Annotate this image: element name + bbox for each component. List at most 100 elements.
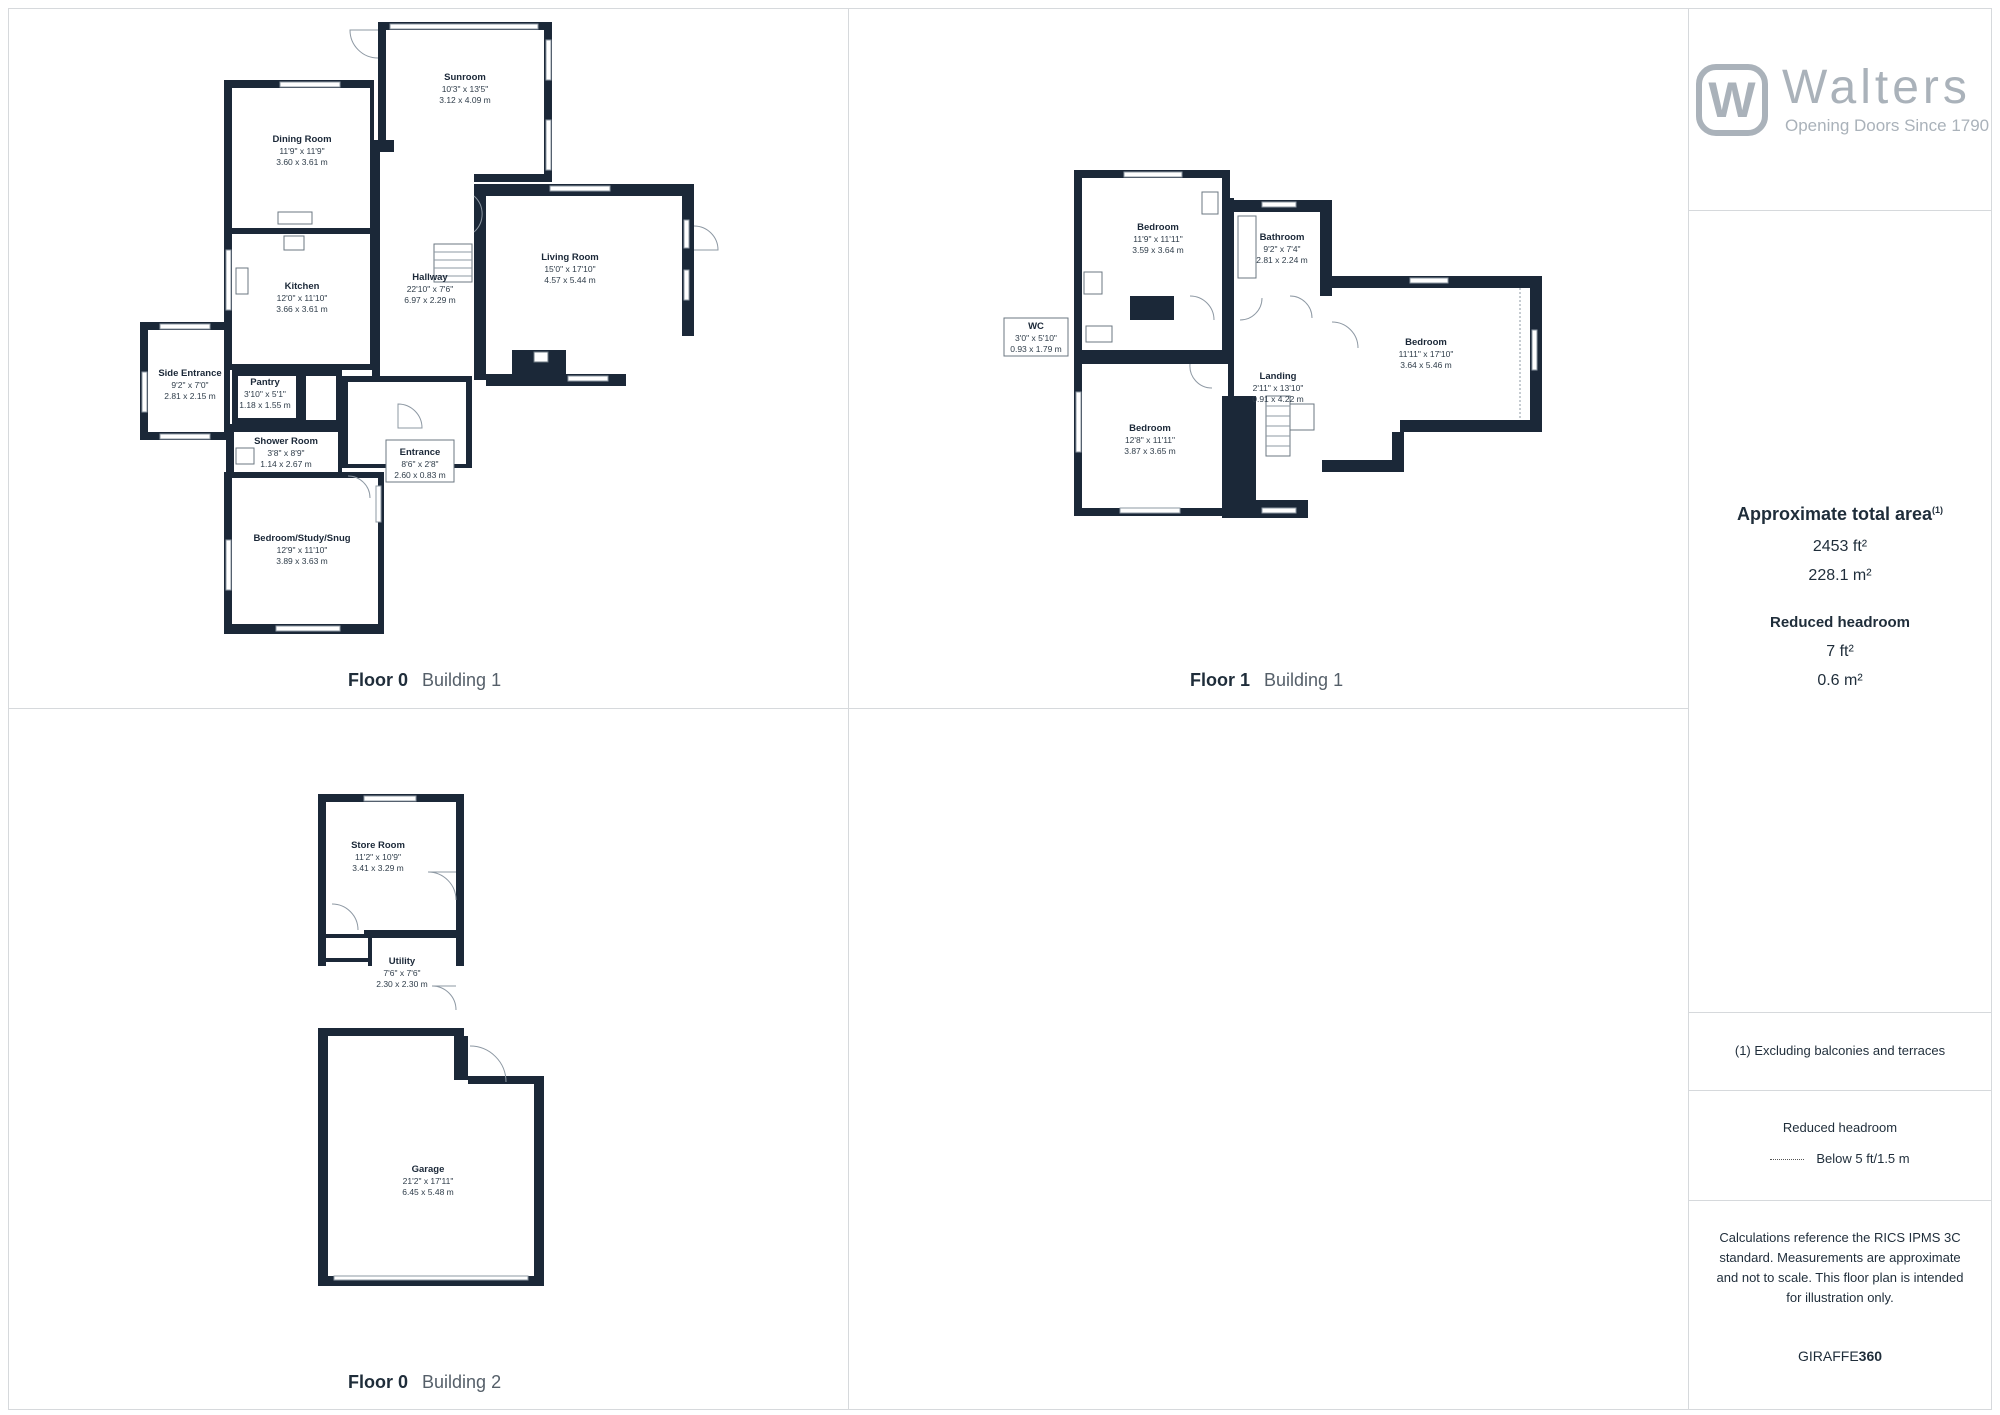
legend-item-text: Below 5 ft/1.5 m xyxy=(1816,1151,1910,1166)
floor0-building2-plan xyxy=(318,794,544,1286)
room-dim: 3.12 x 4.09 m xyxy=(439,95,491,105)
room-label: Pantry xyxy=(250,377,280,388)
room-dim: 3.89 x 3.63 m xyxy=(276,556,328,566)
room-label: Hallway xyxy=(412,272,448,283)
room-dim: 2'11" x 13'10" xyxy=(1253,383,1304,393)
floor-label-f1-b1: Floor 1 Building 1 xyxy=(1190,670,1343,691)
room-dim: 3'8" x 8'9" xyxy=(267,448,304,458)
room-label: Bathroom xyxy=(1260,232,1305,243)
room-label: Bedroom xyxy=(1129,423,1171,434)
divider-v1 xyxy=(848,8,849,1410)
room-dim: 3.66 x 3.61 m xyxy=(276,304,328,314)
room-label: Store Room xyxy=(351,840,405,851)
divider-h-side3 xyxy=(1688,1090,1992,1091)
room-dim: 10'3" x 13'5" xyxy=(442,84,489,94)
total-area-footnote-mark: (1) xyxy=(1932,505,1944,515)
room-dim: 2.81 x 2.24 m xyxy=(1256,255,1308,265)
floor1-building1-plan xyxy=(1074,170,1542,518)
room-dim: 11'11" x 17'10" xyxy=(1399,349,1454,359)
room-label: Living Room xyxy=(541,252,599,263)
legend-item: Below 5 ft/1.5 m xyxy=(1690,1151,1990,1166)
logo-mark-icon: W xyxy=(1696,64,1768,136)
giraffe360-credit: GIRAFFE360 xyxy=(1690,1348,1990,1364)
room-dim: 2.30 x 2.30 m xyxy=(376,979,428,989)
reduced-headroom-ft: 7 ft² xyxy=(1826,643,1854,660)
floor0-building1-plan xyxy=(140,22,719,634)
floor-number: Floor 0 xyxy=(348,1372,409,1392)
walters-logo: W Walters Opening Doors Since 1790 xyxy=(1692,60,1992,150)
room-labels: Sunroom 10'3" x 13'5" 3.12 x 4.09 m Dini… xyxy=(158,72,1453,1197)
room-dim: 9'2" x 7'0" xyxy=(171,380,208,390)
room-dim: 0.93 x 1.79 m xyxy=(1010,344,1062,354)
total-area-title: Approximate total area(1) xyxy=(1690,504,1990,525)
room-dim: 12'8" x 11'11" xyxy=(1125,435,1175,445)
divider-v2 xyxy=(1688,8,1689,1410)
room-label: Utility xyxy=(389,956,416,967)
floor-number: Floor 1 xyxy=(1190,670,1251,690)
floor-label-f0-b2: Floor 0 Building 2 xyxy=(348,1372,501,1393)
reduced-headroom-title: Reduced headroom xyxy=(1769,614,1911,631)
room-dim: 3.64 x 5.46 m xyxy=(1400,360,1452,370)
divider-h-side4 xyxy=(1688,1200,1992,1201)
room-dim: 3'10" x 5'1" xyxy=(244,389,286,399)
floor-number: Floor 0 xyxy=(348,670,409,690)
room-label: Dining Room xyxy=(272,134,331,145)
footnote: (1) Excluding balconies and terraces xyxy=(1734,1043,1946,1058)
room-dim: 2.60 x 0.83 m xyxy=(394,470,446,480)
floor-label-f0-b1: Floor 0 Building 1 xyxy=(348,670,501,691)
total-area-m: 228.1 m² xyxy=(1808,567,1872,584)
room-label: WC xyxy=(1028,321,1044,332)
room-label: Garage xyxy=(412,1164,445,1175)
legend-dotted-line-icon xyxy=(1770,1159,1805,1161)
room-dim: 3.41 x 3.29 m xyxy=(352,863,404,873)
total-area-ft: 2453 ft² xyxy=(1812,538,1868,555)
building-name: Building 2 xyxy=(422,1372,502,1392)
brand-tagline: Opening Doors Since 1790 xyxy=(1785,116,1990,135)
divider-h-side1 xyxy=(1688,210,1992,211)
brand-name: Walters xyxy=(1782,61,1971,114)
legend-title: Reduced headroom xyxy=(1782,1120,1898,1135)
building-name: Building 1 xyxy=(1264,670,1344,690)
room-dim: 22'10" x 7'6" xyxy=(407,284,454,294)
total-area-title-text: Approximate total area xyxy=(1736,504,1933,524)
room-dim: 2.81 x 2.15 m xyxy=(164,391,216,401)
room-dim: 1.18 x 1.55 m xyxy=(239,400,291,410)
room-label: Entrance xyxy=(400,447,441,458)
room-dim: 12'9" x 11'10" xyxy=(277,545,328,555)
room-label: Landing xyxy=(1260,371,1297,382)
room-dim: 11'2" x 10'9" xyxy=(355,852,401,862)
room-label: Shower Room xyxy=(254,436,318,447)
room-label: Bedroom xyxy=(1137,222,1179,233)
room-dim: 9'2" x 7'4" xyxy=(1263,244,1300,254)
room-label: Bedroom xyxy=(1405,337,1447,348)
room-label: Sunroom xyxy=(444,72,486,83)
room-dim: 15'0" x 17'10" xyxy=(544,264,595,274)
room-label: Side Entrance xyxy=(158,368,221,379)
room-dim: 6.97 x 2.29 m xyxy=(404,295,456,305)
divider-h-main xyxy=(8,708,1688,709)
room-dim: 21'2" x 17'11" xyxy=(403,1176,454,1186)
reduced-headroom-m: 0.6 m² xyxy=(1817,672,1863,689)
page-frame xyxy=(8,8,1992,1410)
room-dim: 3.60 x 3.61 m xyxy=(276,157,328,167)
room-dim: 6.45 x 5.48 m xyxy=(402,1187,454,1197)
divider-h-side2 xyxy=(1688,1012,1992,1013)
room-dim: 3.87 x 3.65 m xyxy=(1124,446,1176,456)
room-dim: 4.57 x 5.44 m xyxy=(544,275,596,285)
room-dim: 11'9" x 11'9" xyxy=(279,146,324,156)
credit-suffix: 360 xyxy=(1858,1348,1883,1364)
room-dim: 7'6" x 7'6" xyxy=(383,968,420,978)
room-dim: 8'6" x 2'8" xyxy=(401,459,438,469)
room-dim: 1.14 x 2.67 m xyxy=(260,459,312,469)
room-dim: 3.59 x 3.64 m xyxy=(1132,245,1184,255)
credit-prefix: GIRAFFE xyxy=(1797,1348,1859,1364)
room-label: Kitchen xyxy=(285,281,320,292)
building-name: Building 1 xyxy=(422,670,502,690)
disclaimer: Calculations reference the RICS IPMS 3C … xyxy=(1716,1230,1964,1305)
room-dim: 0.91 x 4.22 m xyxy=(1252,394,1304,404)
room-dim: 3'0" x 5'10" xyxy=(1015,333,1057,343)
room-dim: 11'9" x 11'11" xyxy=(1133,234,1182,244)
room-dim: 12'0" x 11'10" xyxy=(277,293,328,303)
room-label: Bedroom/Study/Snug xyxy=(253,533,350,544)
